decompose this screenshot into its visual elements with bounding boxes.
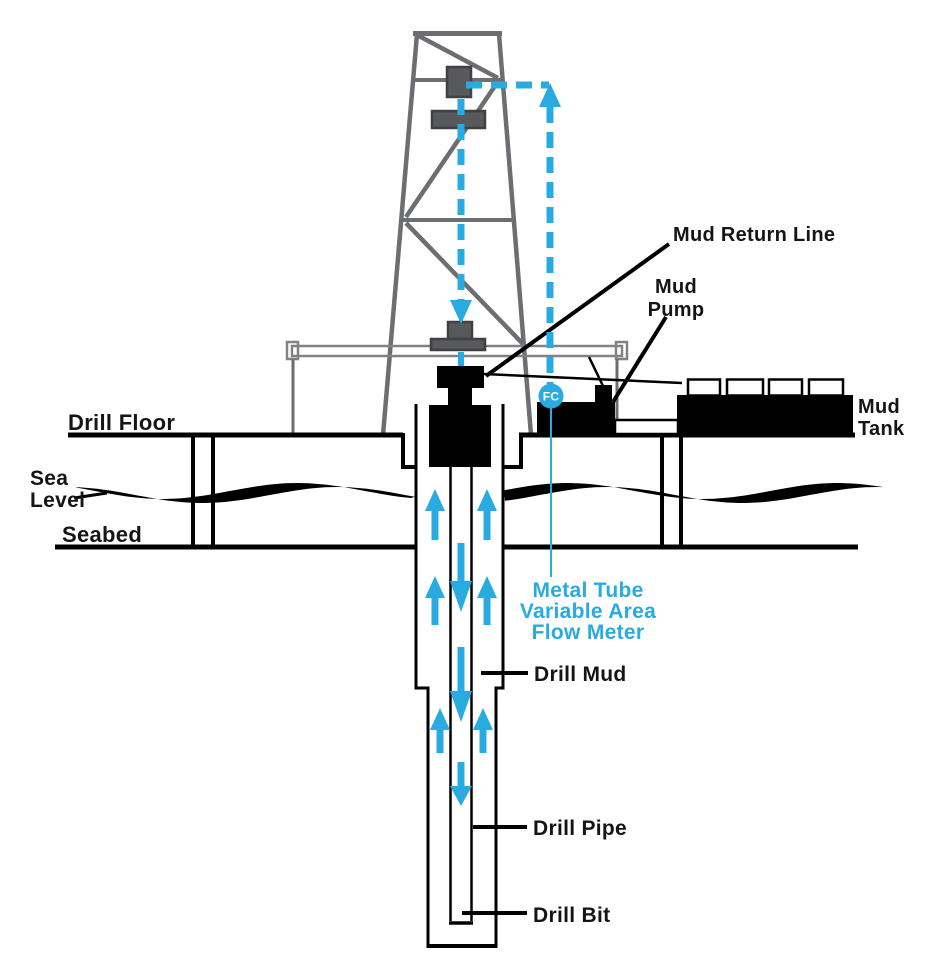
annulus-up-arrow-2-shaft: [483, 509, 491, 540]
derrick-brace-top: [417, 34, 500, 80]
mud-tank-hatch-2: [725, 378, 765, 397]
mud-tank-hatch-4: [807, 378, 845, 397]
annulus-up-arrow-6-head: [473, 708, 493, 730]
annulus-up-arrow-1-shaft: [431, 509, 439, 540]
pipe-down-arrow-1-head: [450, 581, 472, 612]
annulus-up-arrow-3-shaft: [431, 596, 439, 625]
riser-wall-right: [494, 404, 505, 945]
pump-tank-duct: [613, 418, 680, 436]
flow-computer-badge-label: FC: [543, 390, 560, 404]
label-sea-level-line1: Sea: [30, 467, 68, 490]
annulus-up-arrow-1-head: [425, 489, 445, 511]
swivel-upper: [446, 320, 474, 341]
wellhead-bracket-left: [401, 433, 417, 469]
sea-wave-left: [75, 483, 415, 503]
leader-mud-pump: [611, 315, 668, 404]
label-drill-pipe: Drill Pipe: [533, 817, 627, 840]
beam-end-cap-right: [614, 340, 629, 361]
return-flow-arrowhead: [539, 83, 561, 107]
sea-wave-right: [504, 483, 883, 503]
pipe-down-arrow-2-shaft: [457, 647, 465, 693]
annulus-up-arrow-4-shaft: [483, 596, 491, 625]
mud-tank-hatch-1: [686, 378, 722, 397]
kelly-flow-arrowhead: [450, 300, 472, 324]
annulus-up-arrow-4-head: [477, 576, 497, 598]
label-mud-tank-line2: Tank: [858, 418, 905, 440]
swivel-lower: [429, 337, 487, 352]
annulus-up-arrow-6-shaft: [479, 728, 487, 753]
label-mud-pump-line1: Mud: [655, 276, 697, 298]
wellhead-bracket-right: [502, 433, 523, 469]
mud-pump-inlet: [595, 385, 612, 402]
derrick-leg-right: [496, 33, 534, 436]
flow-computer-badge: [538, 383, 564, 409]
pipe-down-arrow-1-shaft: [457, 543, 465, 583]
label-mud-tank-line1: Mud: [858, 396, 900, 418]
label-flow-meter-line2: Variable Area: [520, 600, 656, 623]
annulus-up-arrow-5-head: [430, 708, 450, 730]
annulus-up-arrow-2-head: [477, 489, 497, 511]
wellhead-neck: [448, 387, 472, 406]
leader-mud-return-line: [484, 242, 671, 378]
label-mud-pump-line2: Pump: [648, 299, 705, 321]
leader-sea-level: [73, 491, 108, 500]
mud-return-pipe-line: [483, 372, 683, 385]
label-mud-return-line: Mud Return Line: [673, 224, 835, 246]
bop-stack: [429, 405, 491, 467]
annulus-up-arrow-3-head: [425, 576, 445, 598]
annulus-up-arrow-5-shaft: [436, 728, 444, 753]
label-seabed: Seabed: [62, 522, 142, 547]
label-drill-floor: Drill Floor: [68, 410, 175, 435]
bell-nipple: [437, 366, 484, 388]
pump-standpipe-line: [587, 356, 606, 389]
riser-wall-left: [414, 404, 430, 945]
derrick-leg-left: [380, 33, 420, 436]
label-sea-level-line2: Level: [30, 489, 85, 512]
derrick-brace-middle: [404, 81, 499, 219]
swivel-flow-tick: [458, 352, 464, 366]
mud-tank: [677, 395, 853, 437]
label-flow-meter-line3: Flow Meter: [532, 621, 645, 644]
label-drill-mud: Drill Mud: [534, 663, 627, 686]
label-drill-bit: Drill Bit: [533, 904, 610, 927]
pipe-down-arrow-2-head: [450, 691, 472, 722]
pipe-down-arrow-3-shaft: [457, 762, 465, 788]
label-flow-meter-line1: Metal Tube: [532, 579, 643, 602]
drill-pipe-walls: [449, 467, 473, 921]
mud-tank-hatch-3: [767, 378, 804, 397]
pipe-down-arrow-3-head: [450, 786, 472, 806]
